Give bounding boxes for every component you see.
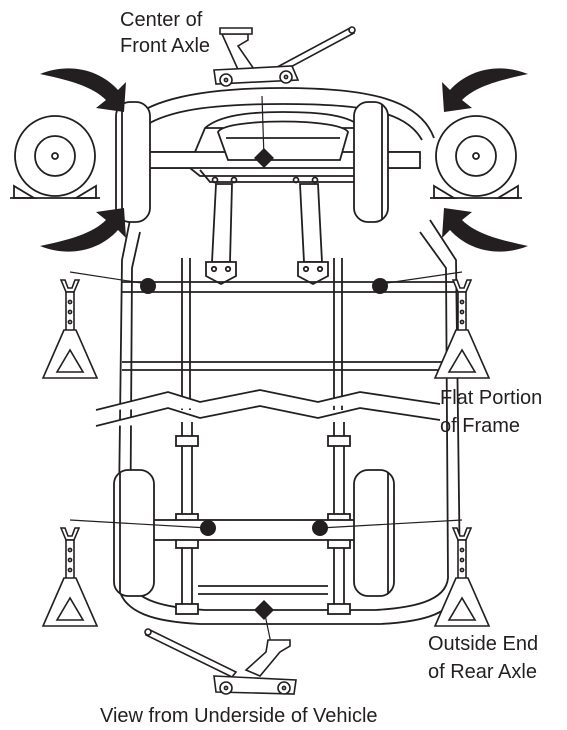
right-wheel-chock-icon bbox=[430, 115, 522, 199]
rear-left-tire bbox=[113, 469, 155, 597]
rear-floor-jack-icon bbox=[144, 628, 297, 695]
front-axle-label-line2: Front Axle bbox=[120, 35, 210, 57]
front-axle-label-line1: Center of bbox=[120, 9, 203, 31]
diagram-caption: View from Underside of Vehicle bbox=[100, 705, 378, 727]
rear-right-tire bbox=[353, 469, 395, 597]
rear-axle-label-line1: Outside End bbox=[428, 633, 538, 655]
floor-jack-icon bbox=[213, 26, 356, 87]
frame-label-line2: of Frame bbox=[440, 415, 520, 437]
rear-axle-label-line2: of Rear Axle bbox=[428, 661, 537, 683]
lift-arrow-icon bbox=[40, 68, 528, 252]
jack-stand-icon bbox=[42, 279, 490, 627]
lift-point-marker-icon bbox=[140, 148, 388, 620]
front-left-tire bbox=[115, 101, 151, 223]
front-right-tire bbox=[353, 101, 389, 223]
frame-label-line1: Flat Portion bbox=[440, 387, 542, 409]
left-wheel-chock-icon bbox=[10, 115, 100, 199]
